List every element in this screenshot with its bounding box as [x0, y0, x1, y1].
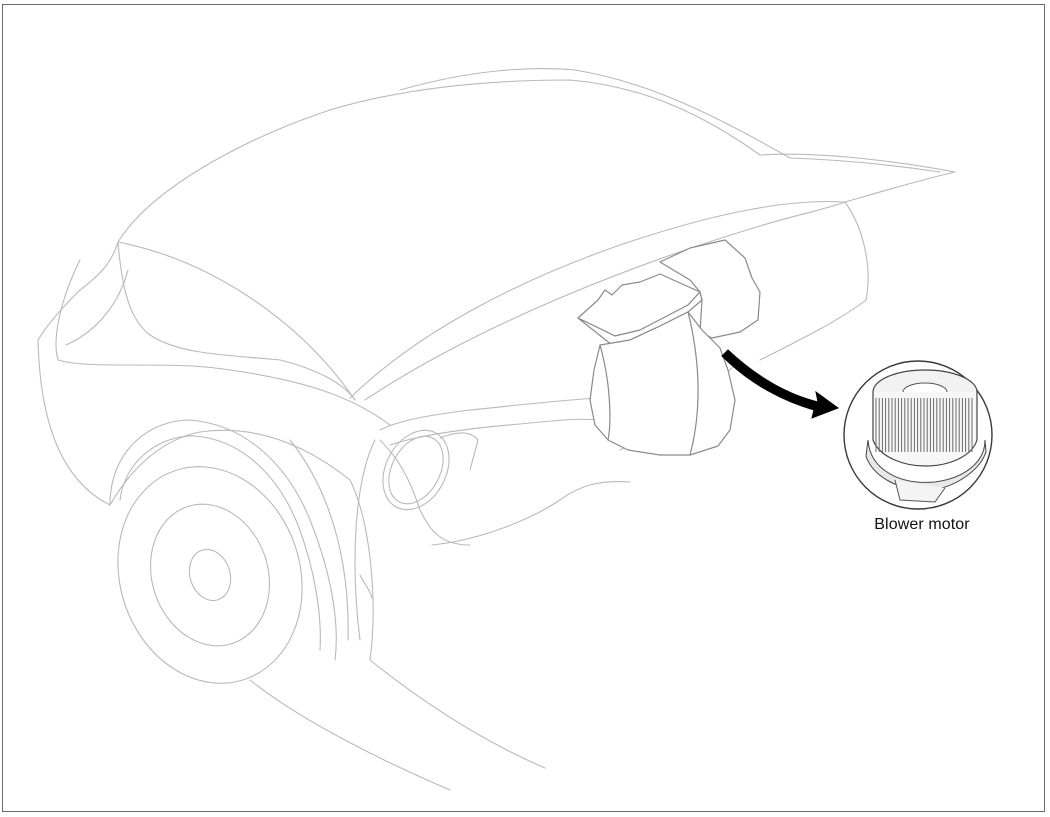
- hvac-unit: [577, 239, 761, 456]
- fan-blades: [875, 398, 973, 452]
- car-outline: [37, 68, 956, 791]
- curved-arrow-icon: [721, 349, 840, 419]
- blower-motor-callout: [843, 360, 993, 510]
- blower-motor-icon: [865, 369, 987, 503]
- blower-motor-label: Blower motor: [874, 516, 970, 533]
